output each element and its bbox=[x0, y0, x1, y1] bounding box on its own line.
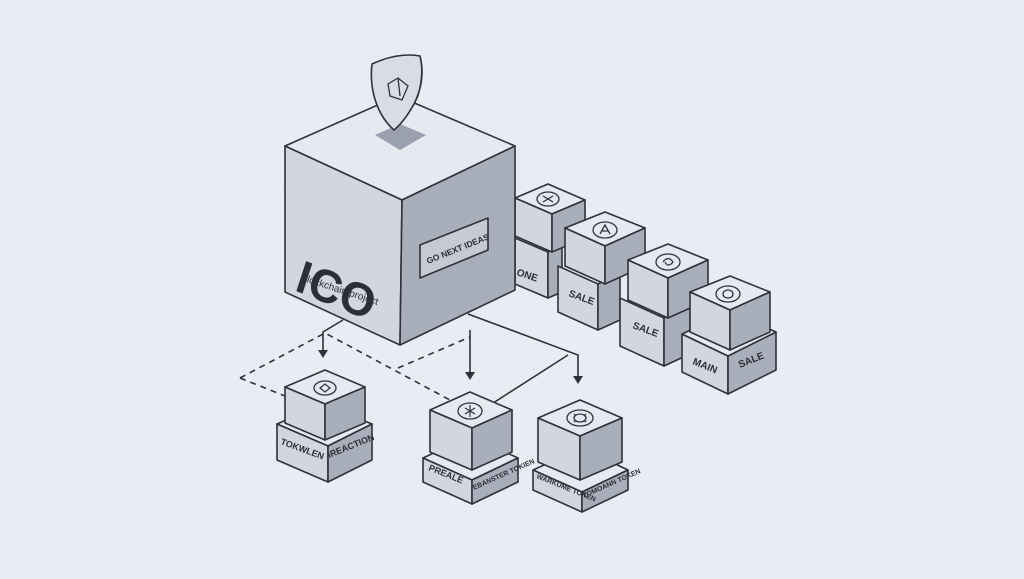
connector-line bbox=[467, 313, 579, 378]
cross-icon bbox=[457, 402, 483, 420]
shield-icon bbox=[370, 54, 423, 132]
diamond-icon bbox=[313, 380, 337, 396]
main-cube: ICO Blockchain project GO NEXT IDEAS bbox=[284, 95, 516, 346]
connectors bbox=[239, 313, 579, 406]
spiral-icon bbox=[655, 253, 681, 271]
circle-icon bbox=[715, 285, 741, 303]
arrowheads bbox=[318, 350, 583, 384]
bottom-node: WARKUME TOKEN TOMOANN TOKEN bbox=[532, 399, 642, 513]
connector-line bbox=[322, 319, 344, 352]
cube-slot bbox=[375, 124, 426, 150]
connector-line bbox=[489, 354, 569, 406]
arrowhead bbox=[573, 376, 583, 384]
stack-tier: SALE bbox=[557, 211, 646, 331]
bottom-node: PREALE EBANSTER TOKIEN bbox=[422, 391, 536, 505]
a-icon bbox=[592, 221, 618, 239]
x-icon bbox=[536, 191, 560, 207]
dashed-connector bbox=[239, 332, 451, 401]
arrowhead bbox=[318, 350, 328, 358]
dashed-connector bbox=[397, 336, 471, 369]
gear-icon bbox=[566, 409, 594, 427]
right-stack: ONE SALE SALE bbox=[514, 183, 777, 395]
stack-tier: MAIN SALE bbox=[681, 275, 777, 395]
bottom-node: TOKWLEN IREACTION bbox=[276, 369, 376, 483]
arrowhead bbox=[465, 372, 475, 380]
stack-tier: SALE bbox=[619, 243, 709, 367]
